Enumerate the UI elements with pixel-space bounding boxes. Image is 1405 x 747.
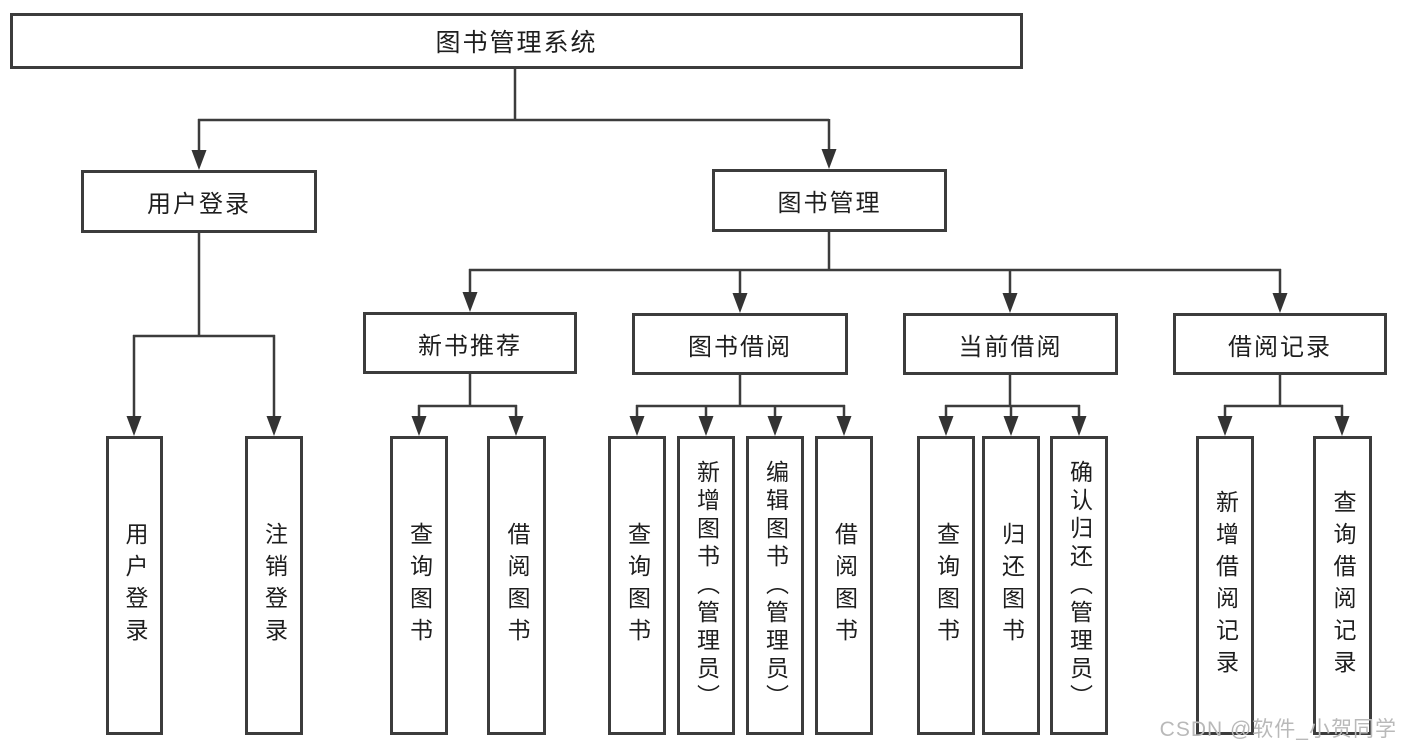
node-user-login: 用户登录	[81, 170, 317, 233]
leaf-query-books-borrowing: 查询图书	[608, 436, 666, 735]
leaf-borrow-books-borrowing: 借阅图书	[815, 436, 873, 735]
node-new-book-recommendation: 新书推荐	[363, 312, 577, 374]
leaf-logout: 注销登录	[245, 436, 303, 735]
leaf-user-login: 用户登录	[106, 436, 163, 735]
csdn-watermark: CSDN @软件_小贺同学	[1159, 718, 1397, 741]
node-book-borrowing: 图书借阅	[632, 313, 848, 375]
leaf-edit-books-admin: 编辑图书（管理员）	[746, 436, 804, 735]
leaf-add-borrow-record: 新增借阅记录	[1196, 436, 1254, 735]
leaf-query-books-current: 查询图书	[917, 436, 975, 735]
leaf-borrow-books-recommend: 借阅图书	[487, 436, 546, 735]
node-book-management: 图书管理	[712, 169, 947, 232]
node-current-borrowing: 当前借阅	[903, 313, 1118, 375]
node-library-management-system: 图书管理系统	[10, 13, 1023, 69]
leaf-query-borrow-record: 查询借阅记录	[1313, 436, 1372, 735]
leaf-query-books-recommend: 查询图书	[390, 436, 448, 735]
arrowheads	[126, 149, 1350, 436]
leaf-add-books-admin: 新增图书（管理员）	[677, 436, 735, 735]
leaf-confirm-return-admin: 确认归还（管理员）	[1050, 436, 1108, 735]
leaf-return-books: 归还图书	[982, 436, 1040, 735]
node-borrowing-records: 借阅记录	[1173, 313, 1387, 375]
